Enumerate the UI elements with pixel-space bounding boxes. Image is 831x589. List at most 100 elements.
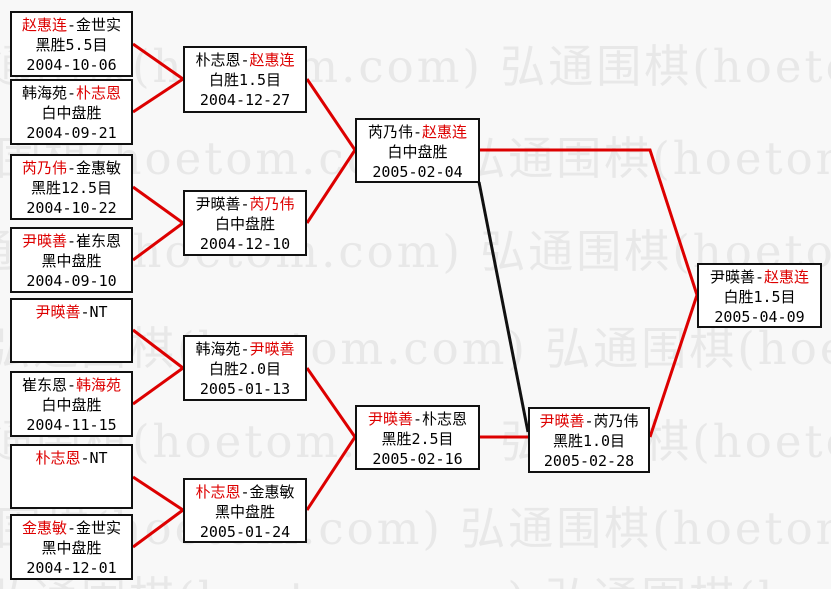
- player-winner: 朴志恩: [76, 84, 122, 102]
- player-winner: 尹暎善: [35, 303, 81, 321]
- match-date: 2005-04-09: [714, 308, 805, 326]
- player-loser: 芮乃伟: [367, 123, 413, 141]
- player-winner: 赵惠连: [21, 16, 67, 34]
- match-players: 芮乃伟-金惠敏: [12, 158, 131, 178]
- player-loser: 朴志恩: [195, 51, 241, 69]
- finalist-line: [648, 294, 699, 438]
- match-date: 2004-12-01: [26, 559, 117, 577]
- match-date: 2004-12-10: [199, 235, 291, 253]
- players-separator: -: [80, 303, 90, 321]
- player-winner: 尹暎善: [539, 412, 585, 430]
- players-separator: -: [412, 123, 423, 141]
- match-date: 2005-02-16: [372, 450, 463, 468]
- match-box-round1-2: 韩海苑-朴志恩 白中盘胜 2004-09-21: [10, 79, 133, 145]
- match-result: 黑胜5.5目: [35, 36, 108, 54]
- players-separator: -: [66, 232, 77, 250]
- player-loser: 朴志恩: [422, 410, 468, 428]
- match-box-round1-7: 朴志恩-NT: [10, 444, 133, 509]
- connector-line: [132, 366, 184, 406]
- players-separator: -: [240, 483, 250, 501]
- match-players: 朴志恩-金惠敏: [185, 482, 305, 502]
- player-loser: 韩海苑: [21, 84, 67, 102]
- player-loser: 崔东恩: [21, 376, 67, 394]
- players-separator: -: [66, 159, 77, 177]
- players-separator: -: [412, 410, 423, 428]
- match-date: 2004-11-15: [26, 416, 117, 434]
- player-winner: 芮乃伟: [249, 195, 295, 213]
- match-box-round2-2: 尹暎善-芮乃伟 白中盘胜 2004-12-10: [183, 190, 307, 256]
- match-players: 朴志恩-NT: [12, 448, 131, 468]
- match-date: [12, 342, 131, 362]
- match-players: 朴志恩-赵惠连: [185, 50, 305, 70]
- players-separator: -: [80, 449, 90, 467]
- match-box-round1-1: 赵惠连-金世实 黑胜5.5目 2004-10-06: [10, 11, 133, 77]
- player-loser: 金世实: [76, 16, 122, 34]
- player-loser: 金惠敏: [249, 483, 295, 501]
- match-box-round1-8: 金惠敏-金世实 黑中盘胜 2004-12-01: [10, 514, 133, 580]
- match-players: 韩海苑-朴志恩: [12, 83, 131, 103]
- match-box-round1-5: 尹暎善-NT: [10, 298, 133, 363]
- player-winner: 尹暎善: [21, 232, 67, 250]
- watermark-text: 弘通围棋(hoetom.com) 弘通围棋(hoetom.com) 弘通围棋(h…: [0, 562, 831, 589]
- match-players: 尹暎善-芮乃伟: [185, 194, 305, 214]
- match-result: 白中盘胜: [214, 215, 275, 233]
- player-loser: 韩海苑: [195, 340, 241, 358]
- match-result: 黑胜2.5目: [381, 430, 454, 448]
- match-box-semifinal-2: 尹暎善-朴志恩 黑胜2.5目 2005-02-16: [355, 405, 480, 470]
- match-box-round2-4: 朴志恩-金惠敏 黑中盘胜 2005-01-24: [183, 478, 307, 543]
- players-separator: -: [66, 519, 77, 537]
- connector-line: [132, 185, 184, 225]
- connector-line: [305, 149, 357, 224]
- players-separator: -: [584, 412, 594, 430]
- match-result: 黑中盘胜: [41, 539, 102, 557]
- connector-line: [305, 436, 357, 511]
- match-result: 黑胜12.5目: [30, 179, 113, 197]
- players-separator: -: [66, 16, 77, 34]
- watermark-text: 弘通围棋(hoetom.com) 弘通围棋(hoetom.com) 弘通围棋(h…: [0, 322, 831, 375]
- match-result: 白胜1.5目: [208, 71, 282, 89]
- match-result: 白中盘胜: [41, 396, 102, 414]
- match-date: 2004-09-21: [26, 124, 117, 142]
- match-result: 黑胜1.0目: [552, 432, 626, 450]
- match-result: 黑中盘胜: [41, 252, 102, 270]
- player-loser: 崔东恩: [76, 232, 122, 250]
- player-winner: 尹暎善: [367, 410, 413, 428]
- players-separator: -: [754, 268, 765, 286]
- connector-line: [132, 475, 184, 512]
- connector-line: [132, 42, 184, 81]
- player-winner: 赵惠连: [764, 268, 810, 286]
- match-result: 白中盘胜: [387, 143, 448, 161]
- finalist-line: [480, 148, 699, 296]
- match-box-final: 尹暎善-赵惠连 白胜1.5目 2005-04-09: [697, 263, 822, 328]
- player-winner: 韩海苑: [76, 376, 122, 394]
- players-separator: -: [240, 195, 250, 213]
- connector-line: [132, 221, 184, 262]
- player-loser: 芮乃伟: [593, 412, 639, 430]
- match-date: 2004-12-27: [199, 91, 291, 109]
- player-winner: 赵惠连: [249, 51, 295, 69]
- match-players: 芮乃伟-赵惠连: [357, 122, 478, 142]
- player-winner: 金惠敏: [21, 519, 67, 537]
- match-players: 尹暎善-朴志恩: [357, 409, 478, 429]
- match-date: 2004-10-06: [26, 56, 117, 74]
- players-separator: -: [66, 376, 77, 394]
- match-date: 2004-10-22: [26, 199, 117, 217]
- match-players: 尹暎善-NT: [12, 302, 131, 322]
- match-date: 2004-09-10: [26, 272, 117, 290]
- player-winner: 朴志恩: [195, 483, 241, 501]
- player-winner: 尹暎善: [249, 340, 295, 358]
- player-winner: 赵惠连: [422, 123, 468, 141]
- player-loser: 尹暎善: [195, 195, 241, 213]
- advance-lines: [132, 42, 699, 549]
- watermark-text: 弘通围棋(hoetom.com) 弘通围棋(hoetom.com) 弘通围棋(h…: [0, 502, 831, 555]
- match-box-round1-6: 崔东恩-韩海苑 白中盘胜 2004-11-15: [10, 371, 133, 437]
- match-players: 金惠敏-金世实: [12, 518, 131, 538]
- match-result: 白胜2.0目: [208, 360, 282, 378]
- connector-line: [132, 328, 184, 370]
- match-result: 黑中盘胜: [214, 503, 275, 521]
- player-loser: 金世实: [76, 519, 122, 537]
- match-box-playoff: 尹暎善-芮乃伟 黑胜1.0目 2005-02-28: [528, 407, 650, 473]
- player-winner: 朴志恩: [35, 449, 81, 467]
